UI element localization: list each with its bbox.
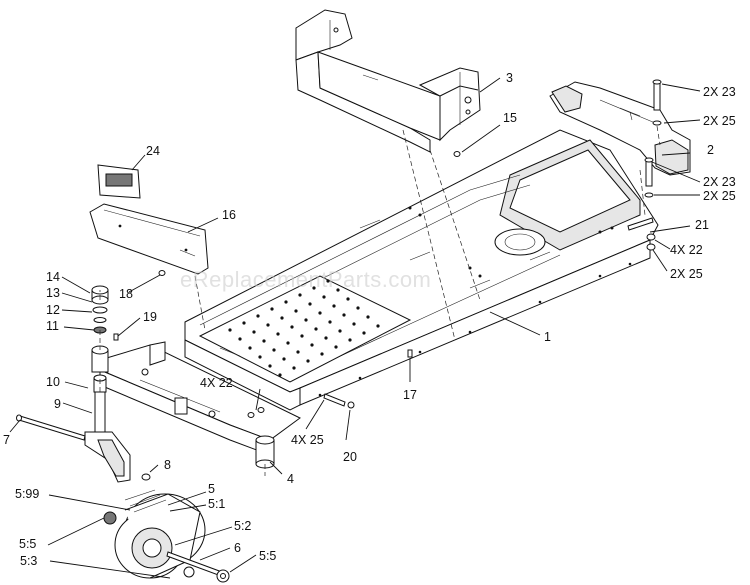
deck-hole — [256, 314, 260, 318]
label-7: 7 — [3, 433, 10, 447]
label-5-5-right: 5:5 — [259, 549, 276, 563]
deck-hole — [284, 300, 288, 304]
label-25-right: 2X 25 — [670, 267, 703, 281]
label-25-front: 4X 25 — [291, 433, 324, 447]
label-23-top: 2X 23 — [703, 85, 736, 99]
deck-hole — [262, 339, 266, 343]
deck-hole — [336, 288, 340, 292]
label-4: 4 — [287, 472, 294, 486]
deck-hole — [242, 321, 246, 325]
deck-hole — [266, 323, 270, 327]
front-panel — [89, 203, 209, 275]
label-19: 19 — [143, 310, 157, 324]
label-12: 12 — [46, 303, 60, 317]
deck-hole — [320, 352, 324, 356]
deck-hole — [252, 330, 256, 334]
rear-bolts — [627, 79, 662, 251]
label-25-top: 2X 25 — [703, 114, 736, 128]
deck-hole — [282, 357, 286, 361]
label-25-mid: 2X 25 — [703, 189, 736, 203]
label-3: 3 — [506, 71, 513, 85]
deck-hole — [278, 373, 282, 377]
deck-hole — [362, 331, 366, 335]
label-9: 9 — [54, 397, 61, 411]
misc-hardware — [113, 151, 461, 418]
label-5: 5 — [208, 482, 215, 496]
deck-hole — [298, 293, 302, 297]
deck-hole — [352, 322, 356, 326]
deck-hole — [348, 338, 352, 342]
deck-hole — [296, 350, 300, 354]
label-21: 21 — [695, 218, 709, 232]
deck-hole — [334, 345, 338, 349]
deck-hole — [272, 348, 276, 352]
deck-hole — [300, 334, 304, 338]
label-20: 20 — [343, 450, 357, 464]
deck-hole — [314, 327, 318, 331]
label-5-99: 5:99 — [15, 487, 39, 501]
deck-hole — [294, 309, 298, 313]
label-15: 15 — [503, 111, 517, 125]
deck-hole — [308, 302, 312, 306]
deck-hole — [292, 366, 296, 370]
deck-hole — [356, 306, 360, 310]
deck-hole — [304, 318, 308, 322]
deck-hole — [342, 313, 346, 317]
deck-hole — [338, 329, 342, 333]
callout-labels: 1 2 3 4 5 5:1 5:2 6 5:5 5:3 5:5 5:99 7 8… — [3, 71, 736, 568]
deck-hole — [290, 325, 294, 329]
seat-mount-bracket — [295, 9, 481, 153]
label-23-mid: 2X 23 — [703, 175, 736, 189]
rear-bumper — [549, 81, 691, 176]
label-5-1: 5:1 — [208, 497, 225, 511]
decal-plate — [97, 164, 141, 199]
deck-hole — [306, 359, 310, 363]
deck-hole — [248, 346, 252, 350]
leader-lines — [9, 77, 701, 579]
label-5-2: 5:2 — [234, 519, 251, 533]
deck-hole — [310, 343, 314, 347]
label-18: 18 — [119, 287, 133, 301]
deck-hole — [228, 328, 232, 332]
deck-hole — [324, 336, 328, 340]
main-frame — [184, 129, 659, 411]
label-10: 10 — [46, 375, 60, 389]
label-17: 17 — [403, 388, 417, 402]
label-5-3: 5:3 — [20, 554, 37, 568]
label-14: 14 — [46, 270, 60, 284]
deck-hole — [268, 364, 272, 368]
deck-hole — [258, 355, 262, 359]
deck-hole — [328, 320, 332, 324]
deck-hole — [366, 315, 370, 319]
deck-hole — [312, 286, 316, 290]
deck-hole — [286, 341, 290, 345]
caster-stack — [91, 285, 109, 393]
deck-hole — [238, 337, 242, 341]
deck-hole — [318, 311, 322, 315]
deck-hole — [332, 304, 336, 308]
deck-hole — [276, 332, 280, 336]
label-13: 13 — [46, 286, 60, 300]
watermark-text: eReplacementParts.com — [180, 267, 431, 292]
label-16: 16 — [222, 208, 236, 222]
label-24: 24 — [146, 144, 160, 158]
label-1: 1 — [544, 330, 551, 344]
deck-hole — [270, 307, 274, 311]
label-2: 2 — [707, 143, 714, 157]
assembly-lines — [99, 125, 661, 476]
label-5-5-left: 5:5 — [19, 537, 36, 551]
deck-hole — [346, 297, 350, 301]
deck-hole — [376, 324, 380, 328]
caster-fork — [16, 391, 151, 483]
deck-hole — [280, 316, 284, 320]
label-6: 6 — [234, 541, 241, 555]
label-22-right: 4X 22 — [670, 243, 703, 257]
caster-wheel — [103, 489, 230, 583]
label-22-left: 4X 22 — [200, 376, 233, 390]
deck-hole — [326, 279, 330, 283]
deck-hole — [322, 295, 326, 299]
label-8: 8 — [164, 458, 171, 472]
label-11: 11 — [46, 319, 59, 333]
